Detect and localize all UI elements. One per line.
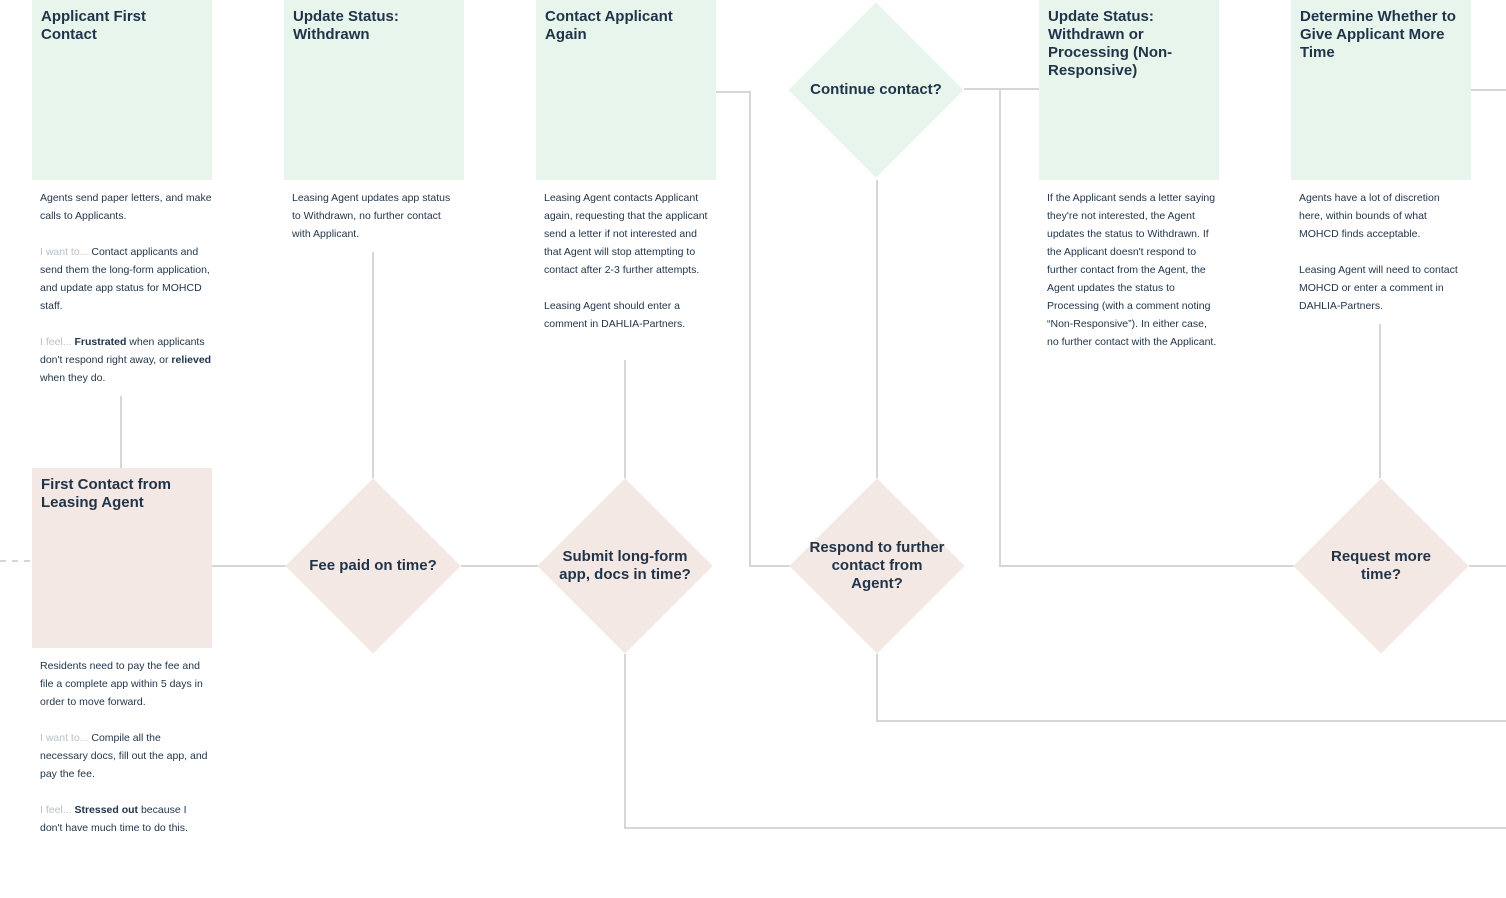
node-applicant-first-contact: Applicant First Contact	[32, 0, 212, 180]
want-text: Compile all the necessary docs, fill out…	[40, 732, 208, 780]
description-text: Agents have a lot of discretion here, wi…	[1299, 192, 1440, 240]
node-description: Agents have a lot of discretion here, wi…	[1299, 189, 1459, 333]
feel-emotion: Frustrated	[74, 336, 127, 348]
description-text: Leasing Agent contacts Applicant again, …	[544, 192, 708, 276]
feel-emotion: Stressed out	[74, 804, 139, 816]
decision-label: Request more time?	[1330, 548, 1432, 583]
feel-emotion: relieved	[171, 354, 212, 366]
node-title: Update Status: Withdrawn	[293, 8, 399, 43]
want-prefix: I want to...	[40, 732, 89, 744]
decision-fee-paid: Fee paid on time?	[285, 478, 461, 654]
description-text: Leasing Agent will need to contact MOHCD…	[1299, 264, 1458, 312]
decision-request-more-time: Request more time?	[1293, 478, 1469, 654]
description-text: Leasing Agent should enter a comment in …	[544, 300, 686, 330]
want-statement: I want to... Compile all the necessary d…	[40, 729, 208, 783]
node-description: Leasing Agent updates app status to With…	[292, 189, 460, 261]
feel-text: because I don't have much time to do thi…	[40, 804, 188, 834]
node-title: First Contact from Leasing Agent	[41, 476, 172, 511]
node-determine-more-time: Determine Whether to Give Applicant More…	[1291, 0, 1471, 180]
node-description: Residents need to pay the fee and file a…	[40, 657, 208, 855]
feel-statement: I feel... Frustrated when applicants don…	[40, 333, 212, 387]
decision-respond-further: Respond to further contact from Agent?	[789, 478, 965, 654]
decision-label: Respond to further contact from Agent?	[809, 539, 945, 592]
node-title: Determine Whether to Give Applicant More…	[1300, 8, 1456, 61]
node-first-contact-leasing-agent: First Contact from Leasing Agent	[32, 468, 212, 648]
description-text: Agents send paper letters, and make call…	[40, 192, 212, 222]
feel-prefix: I feel...	[40, 804, 72, 816]
description-text: If the Applicant sends a letter saying t…	[1047, 192, 1217, 348]
node-update-withdrawn-or-processing: Update Status: Withdrawn or Processing (…	[1039, 0, 1219, 180]
node-title: Contact Applicant Again	[545, 8, 673, 43]
connector-line	[999, 89, 1294, 567]
node-description: Leasing Agent contacts Applicant again, …	[544, 189, 714, 351]
connector-line	[715, 91, 790, 567]
feel-statement: I feel... Stressed out because I don't h…	[40, 801, 208, 837]
feel-text: when applicants don't respond right away…	[40, 336, 205, 366]
node-description: If the Applicant sends a letter saying t…	[1047, 189, 1219, 369]
want-statement: I want to... Contact applicants and send…	[40, 243, 212, 315]
connector-line	[876, 654, 1506, 722]
decision-continue-contact: Continue contact?	[788, 2, 964, 178]
description-text: Leasing Agent updates app status to With…	[292, 192, 451, 240]
decision-submit-longform: Submit long-form app, docs in time?	[537, 478, 713, 654]
decision-label: Fee paid on time?	[309, 557, 437, 574]
want-prefix: I want to...	[40, 246, 89, 258]
feel-text: when they do.	[40, 372, 106, 384]
decision-label: Submit long-form app, docs in time?	[559, 548, 691, 583]
connector-line	[624, 654, 1506, 829]
decision-label: Continue contact?	[810, 81, 942, 98]
node-update-status-withdrawn: Update Status: Withdrawn	[284, 0, 464, 180]
description-text: Residents need to pay the fee and file a…	[40, 660, 203, 708]
node-title: Update Status: Withdrawn or Processing (…	[1048, 8, 1173, 79]
node-contact-applicant-again: Contact Applicant Again	[536, 0, 716, 180]
node-description: Agents send paper letters, and make call…	[40, 189, 212, 405]
node-title: Applicant First Contact	[41, 8, 147, 43]
want-text: Contact applicants and send them the lon…	[40, 246, 210, 312]
feel-prefix: I feel...	[40, 336, 72, 348]
